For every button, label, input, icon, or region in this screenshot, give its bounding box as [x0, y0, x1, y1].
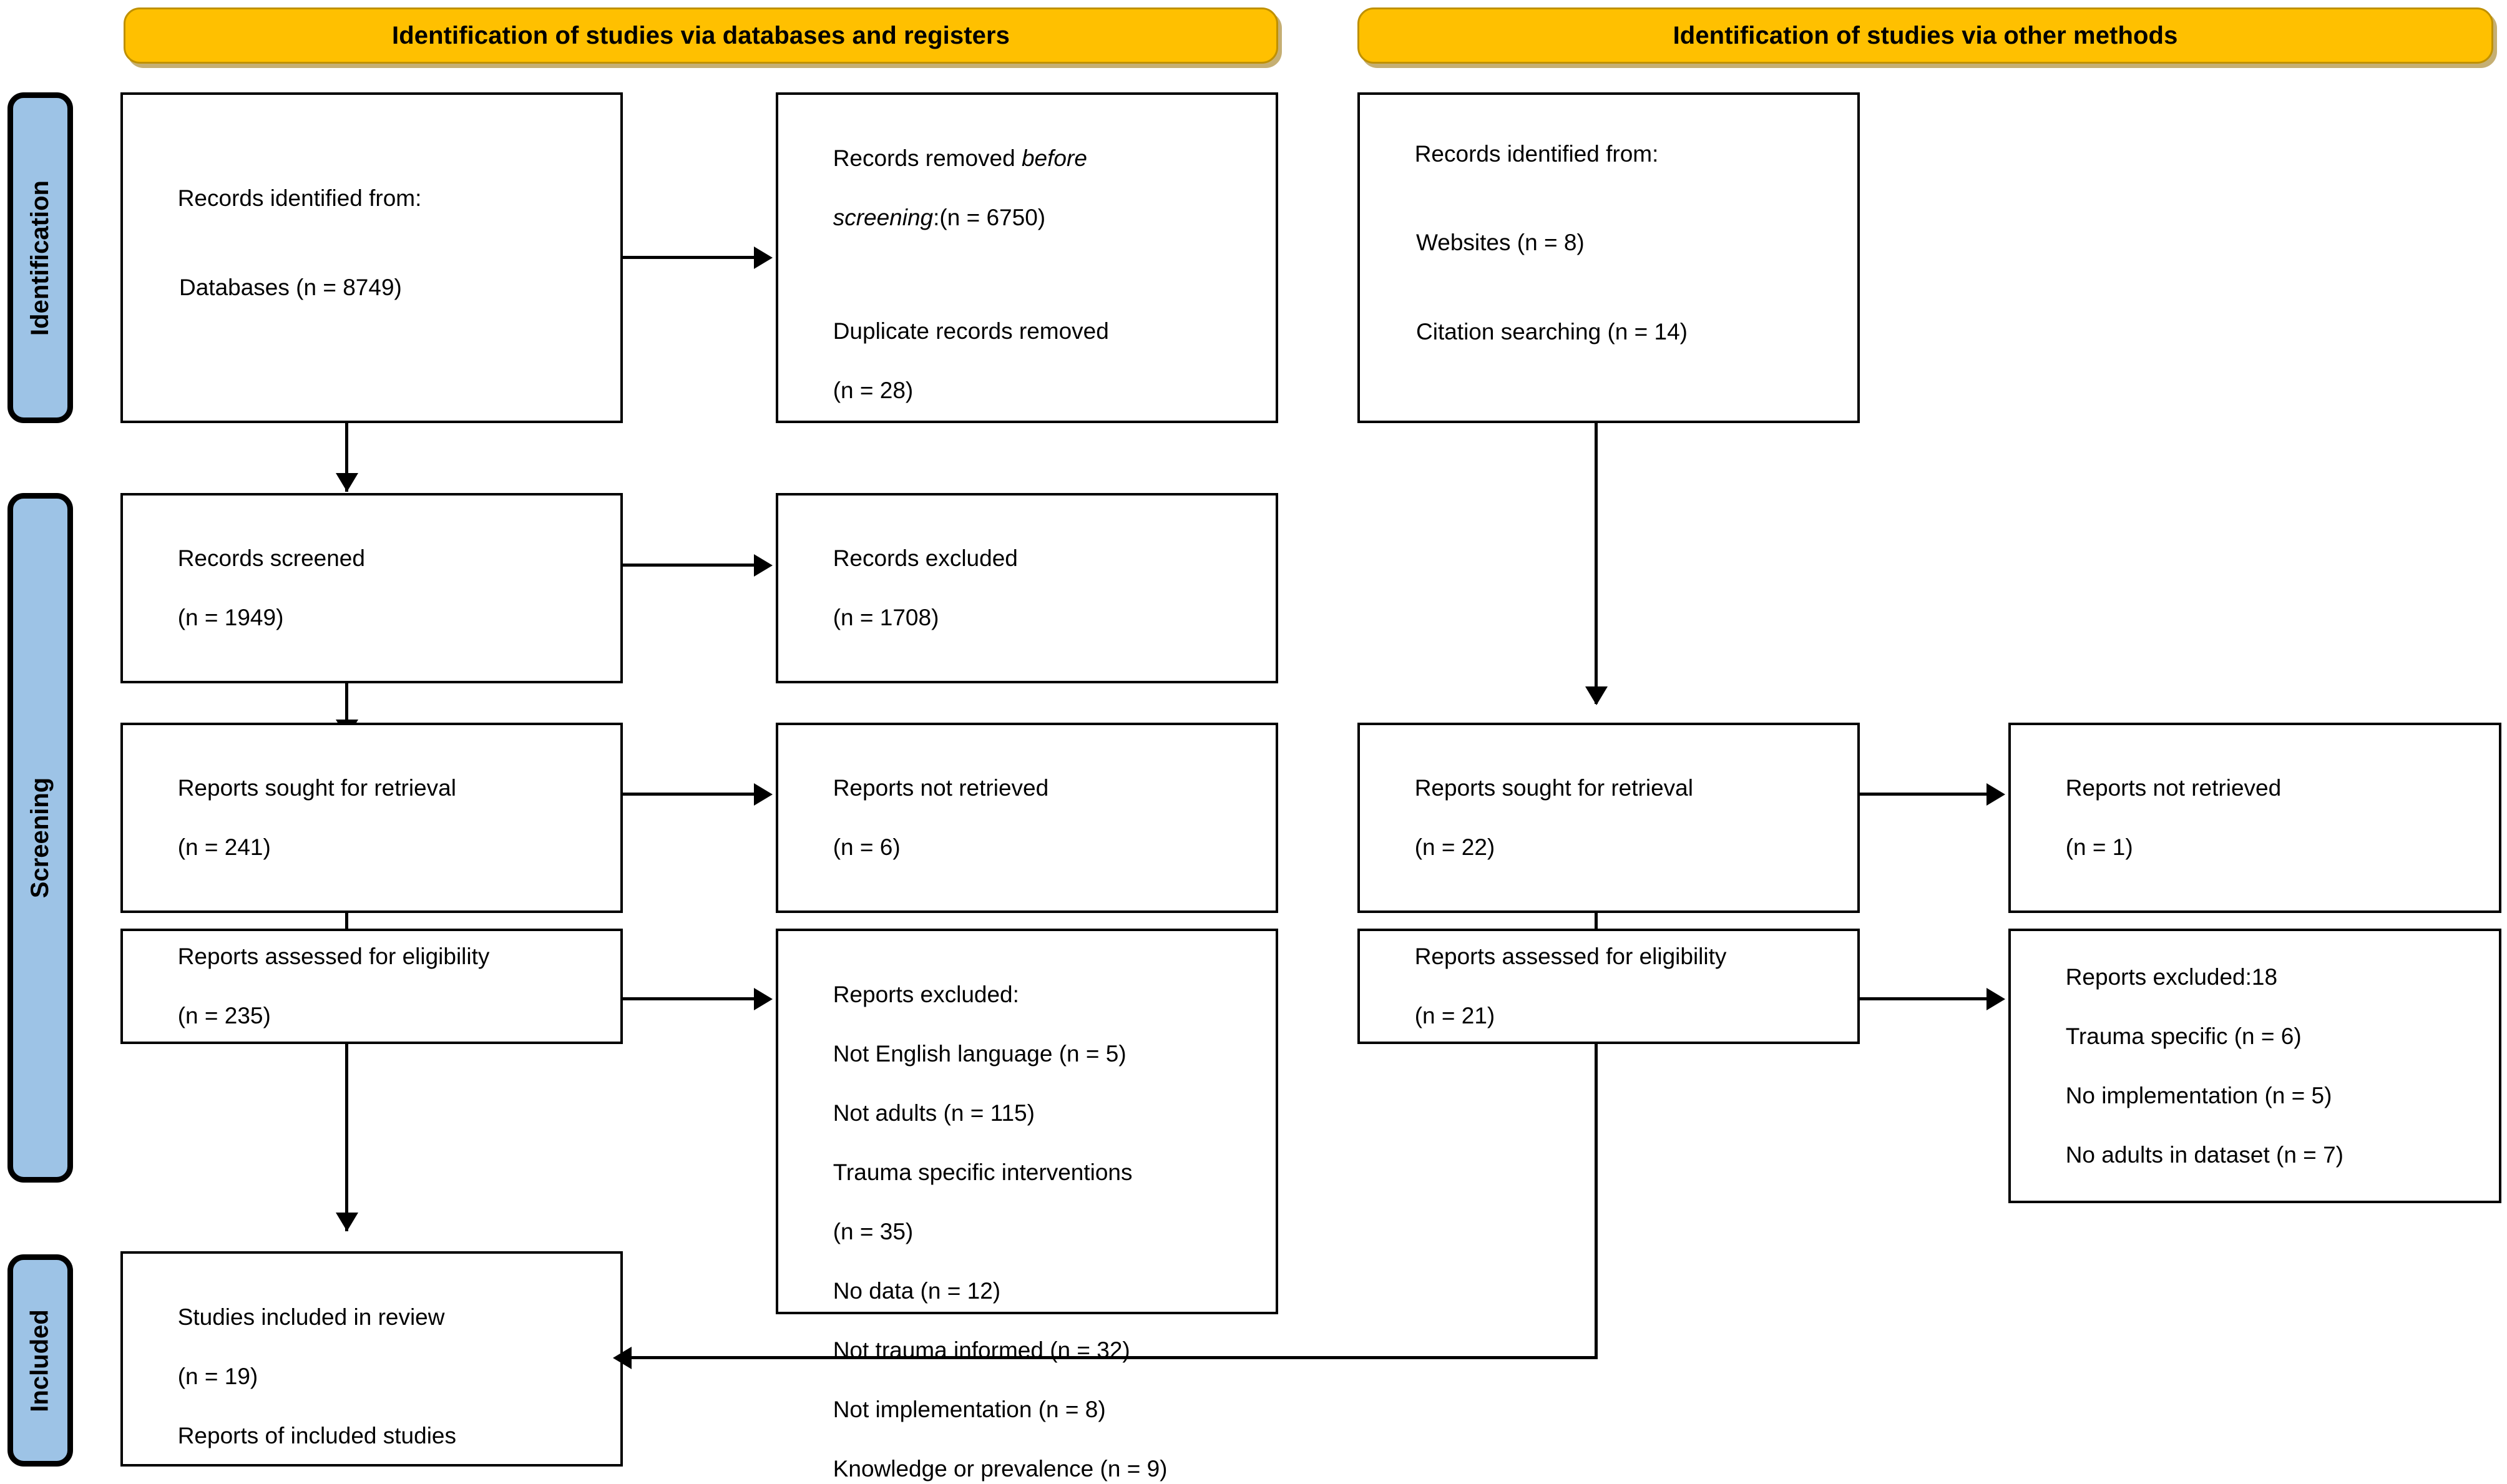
reports-sought-line1: Reports sought for retrieval: [177, 775, 456, 801]
box-reports-assessed-databases: Reports assessed for eligibility (n = 23…: [120, 929, 623, 1044]
other-identified-line3: Citation searching (n = 14): [1416, 319, 1688, 345]
other-identified-line1: Records identified from:: [1414, 140, 1659, 167]
stage-pill-identification: Identification: [7, 92, 73, 423]
connector-other-sought-to-not-retrieved: [1860, 793, 1990, 796]
connector-other-assessed-to-included-horizontal: [630, 1356, 1596, 1359]
box-reports-excluded-other: Reports excluded:18 Trauma specific (n =…: [2008, 929, 2501, 1203]
included-line1: Studies included in review: [177, 1304, 445, 1330]
reports-excluded-item-3: (n = 35): [833, 1218, 914, 1244]
other-sought-line2: (n = 22): [1414, 834, 1495, 861]
records-identified-line1: Records identified from:: [177, 185, 422, 212]
stage-pill-included: Included: [7, 1254, 73, 1467]
box-records-removed-before-screening: Records removed before screening:(n = 67…: [776, 92, 1278, 423]
other-assessed-line1: Reports assessed for eligibility: [1414, 944, 1727, 970]
included-line3: Reports of included studies: [177, 1422, 456, 1448]
included-line2: (n = 19): [177, 1363, 258, 1389]
connector-screened-to-sought: [345, 683, 348, 738]
arrowhead-other-identified-to-sought: [1585, 686, 1608, 705]
connector-assessed-to-excluded: [623, 997, 757, 1000]
box-studies-included: Studies included in review (n = 19) Repo…: [120, 1251, 623, 1484]
records-removed-spacer: [794, 262, 1109, 287]
box-reports-sought-databases: Reports sought for retrieval (n = 241): [120, 723, 623, 913]
records-removed-line2b: :(n = 6750): [933, 204, 1046, 230]
arrowhead-other-assessed-to-included: [613, 1347, 632, 1369]
connector-identified-to-removed: [623, 256, 757, 259]
records-removed-line1b: before: [1021, 145, 1087, 171]
box-records-screened: Records screened (n = 1949): [120, 493, 623, 683]
reports-excluded-heading: Reports excluded:: [833, 981, 1019, 1007]
other-excluded-heading: Reports excluded:18: [2065, 964, 2278, 990]
other-identified-line2: Websites (n = 8): [1416, 230, 1585, 256]
connector-other-identified-to-sought: [1595, 423, 1598, 704]
box-reports-sought-other: Reports sought for retrieval (n = 22): [1357, 723, 1860, 913]
other-assessed-line2: (n = 21): [1414, 1003, 1495, 1029]
reports-excluded-item-7: Knowledge or prevalence (n = 9): [833, 1456, 1168, 1482]
records-identified-line2: Databases (n = 8749): [179, 274, 402, 300]
box-reports-excluded-databases: Reports excluded: Not English language (…: [776, 929, 1278, 1482]
other-sought-line1: Reports sought for retrieval: [1414, 775, 1693, 801]
connector-other-assessed-to-excluded: [1860, 997, 1990, 1000]
connector-screened-to-excluded: [623, 564, 757, 567]
records-excluded-line2: (n = 1708): [833, 605, 939, 631]
arrowhead-assessed-to-included: [336, 1213, 358, 1231]
connector-identified-to-screened: [345, 423, 348, 492]
stage-pill-screening: Screening: [7, 493, 73, 1183]
reports-excluded-item-1: Not adults (n = 115): [833, 1100, 1035, 1126]
reports-excluded-item-0: Not English language (n = 5): [833, 1040, 1126, 1067]
reports-sought-line2: (n = 241): [177, 834, 271, 861]
duplicate-records-line3: Duplicate records removed: [833, 318, 1109, 344]
banner-databases-registers: Identification of studies via databases …: [124, 7, 1278, 64]
arrowhead-other-sought-to-not-retrieved: [1987, 783, 2005, 806]
reports-excluded-item-4: No data (n = 12): [833, 1277, 1001, 1304]
other-excluded-item-2: No adults in dataset (n = 7): [2065, 1141, 2343, 1168]
other-excluded-item-0: Trauma specific (n = 6): [2065, 1023, 2302, 1049]
records-screened-line2: (n = 1949): [177, 605, 284, 631]
included-line4: (n = 3): [178, 1482, 245, 1484]
arrowhead-sought-to-not-retrieved: [754, 783, 773, 806]
arrowhead-assessed-to-excluded: [754, 988, 773, 1010]
duplicate-records-line4: (n = 28): [833, 378, 914, 404]
arrowhead-identified-to-removed: [754, 247, 773, 269]
banner-other-methods-label: Identification of studies via other meth…: [1673, 22, 2178, 49]
connector-other-assessed-to-included-vertical: [1595, 1044, 1598, 1359]
arrowhead-screened-to-excluded: [754, 554, 773, 577]
connector-assessed-to-included: [345, 1044, 348, 1231]
box-records-identified-databases: Records identified from: Databases (n = …: [120, 92, 623, 423]
stage-label-included: Included: [26, 1309, 54, 1412]
box-records-identified-other: Records identified from: Websites (n = 8…: [1357, 92, 1860, 423]
arrowhead-identified-to-screened: [336, 473, 358, 492]
records-screened-line1: Records screened: [177, 545, 365, 572]
reports-excluded-item-2: Trauma specific interventions: [833, 1159, 1133, 1185]
box-reports-assessed-other: Reports assessed for eligibility (n = 21…: [1357, 929, 1860, 1044]
reports-not-retrieved-line1: Reports not retrieved: [833, 775, 1049, 801]
box-records-excluded: Records excluded (n = 1708): [776, 493, 1278, 683]
stage-label-identification: Identification: [26, 180, 54, 336]
banner-other-methods: Identification of studies via other meth…: [1357, 7, 2493, 64]
reports-assessed-line1: Reports assessed for eligibility: [177, 944, 490, 970]
connector-sought-to-not-retrieved: [623, 793, 757, 796]
stage-label-screening: Screening: [26, 777, 54, 899]
records-removed-line2a: screening: [833, 204, 934, 230]
reports-excluded-item-6: Not implementation (n = 8): [833, 1396, 1106, 1422]
box-reports-not-retrieved-other: Reports not retrieved (n = 1): [2008, 723, 2501, 913]
other-not-retrieved-line1: Reports not retrieved: [2065, 775, 2282, 801]
arrowhead-other-assessed-to-excluded: [1987, 988, 2005, 1010]
box-reports-not-retrieved-databases: Reports not retrieved (n = 6): [776, 723, 1278, 913]
records-excluded-line1: Records excluded: [833, 545, 1018, 572]
other-not-retrieved-line2: (n = 1): [2065, 834, 2133, 861]
banner-databases-registers-label: Identification of studies via databases …: [391, 22, 1010, 49]
reports-not-retrieved-line2: (n = 6): [833, 834, 901, 861]
other-excluded-item-1: No implementation (n = 5): [2065, 1082, 2332, 1108]
records-removed-line1a: Records removed: [833, 145, 1022, 171]
reports-assessed-line2: (n = 235): [177, 1003, 271, 1029]
